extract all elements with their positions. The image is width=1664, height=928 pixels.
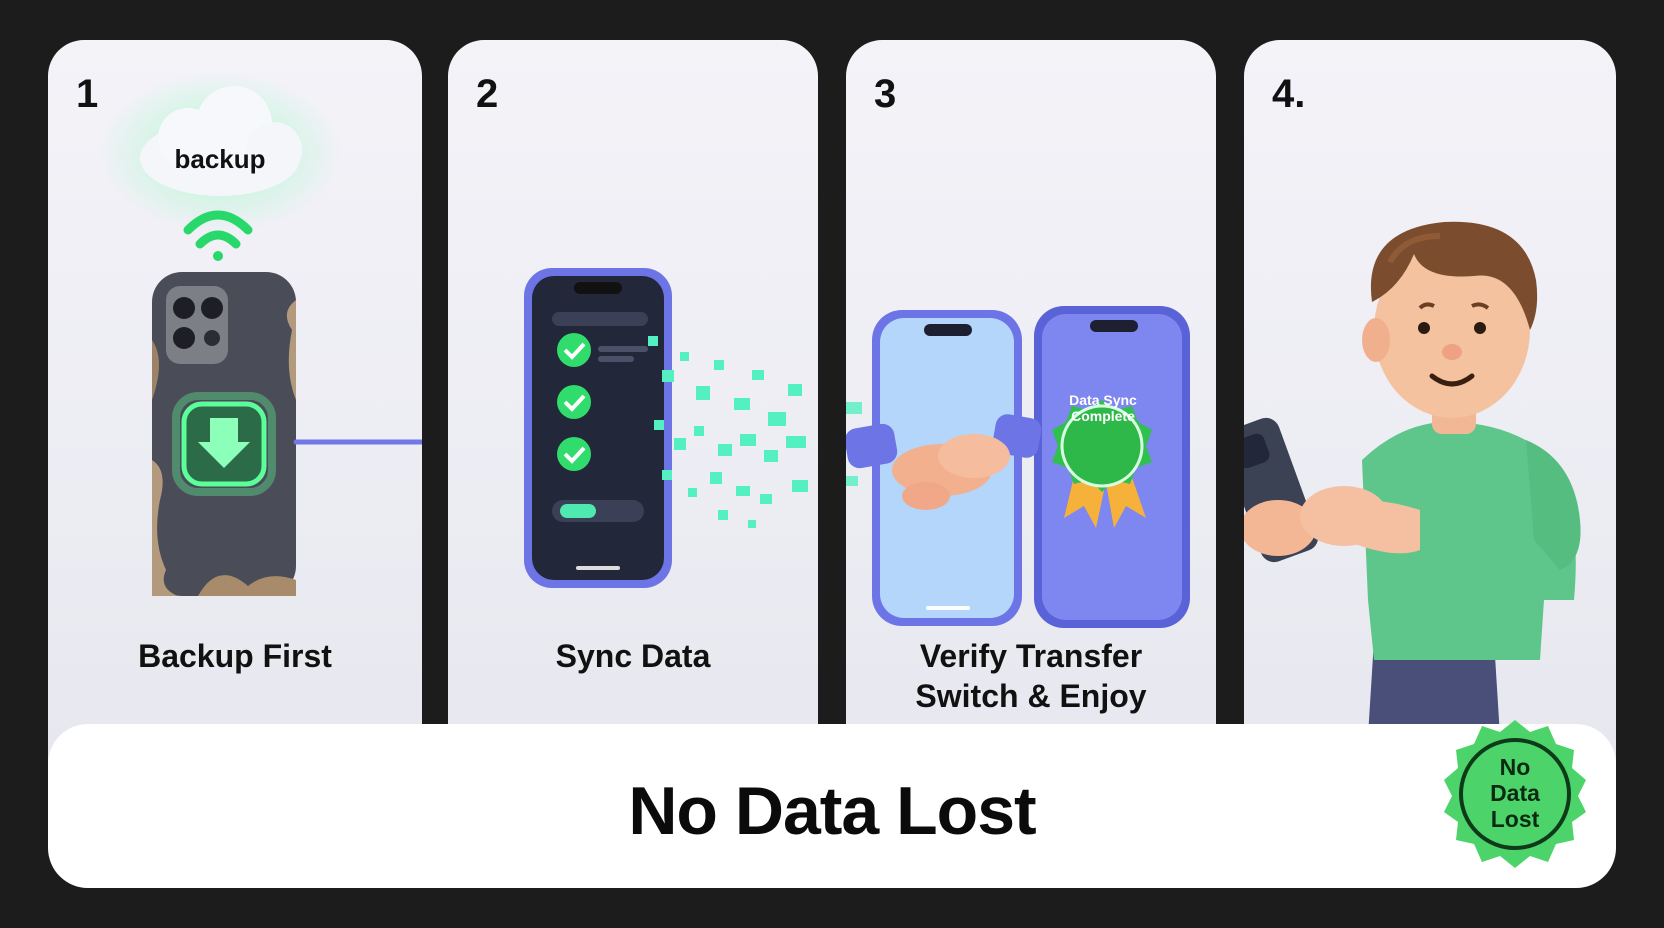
- step-caption: Backup First: [138, 638, 332, 674]
- checkmark-icon: [557, 333, 591, 367]
- step-number: 2: [476, 72, 499, 116]
- sync-phone: [524, 268, 672, 588]
- no-data-lost-badge: No Data Lost: [1440, 718, 1590, 868]
- step-2-panel: 2 Sync Data: [448, 40, 818, 800]
- backup-illustration: [100, 72, 422, 596]
- step-3-panel: Data Sync Complete 3 Verify Transfer Swi…: [846, 40, 1216, 800]
- step-1-panel: backup 1 Backup First: [48, 40, 422, 800]
- sync-illustration: [524, 268, 808, 588]
- download-shield-icon: [172, 392, 276, 496]
- handshake-icon: [846, 414, 1042, 510]
- seal-text: Data Sync Complete: [1069, 392, 1137, 424]
- step-number: 4.: [1272, 72, 1306, 116]
- arrow-right-icon: [293, 439, 422, 445]
- step-number: 3: [874, 72, 897, 116]
- step-4-panel: 4.: [1244, 40, 1616, 800]
- checkmark-icon: [557, 385, 591, 419]
- cloud-icon: [140, 86, 302, 196]
- data-particles: [648, 336, 808, 528]
- step-caption-line-1: Verify Transfer: [919, 638, 1143, 674]
- step-caption-line-2: Switch & Enjoy: [915, 678, 1147, 714]
- badge-text: No Data Lost: [1490, 754, 1540, 832]
- summary-banner: No Data Lost: [48, 724, 1616, 888]
- wifi-icon: [183, 210, 253, 261]
- award-seal-icon: [1052, 400, 1152, 528]
- verify-illustration: [846, 306, 1190, 628]
- checkmark-icon: [557, 437, 591, 471]
- banner-title: No Data Lost: [628, 773, 1036, 849]
- step-number: 1: [76, 72, 99, 116]
- person-with-phone-illustration: [1244, 221, 1581, 800]
- cloud-label: backup: [174, 144, 266, 174]
- badge-seal-icon: [1444, 720, 1586, 868]
- step-caption: Sync Data: [555, 638, 711, 674]
